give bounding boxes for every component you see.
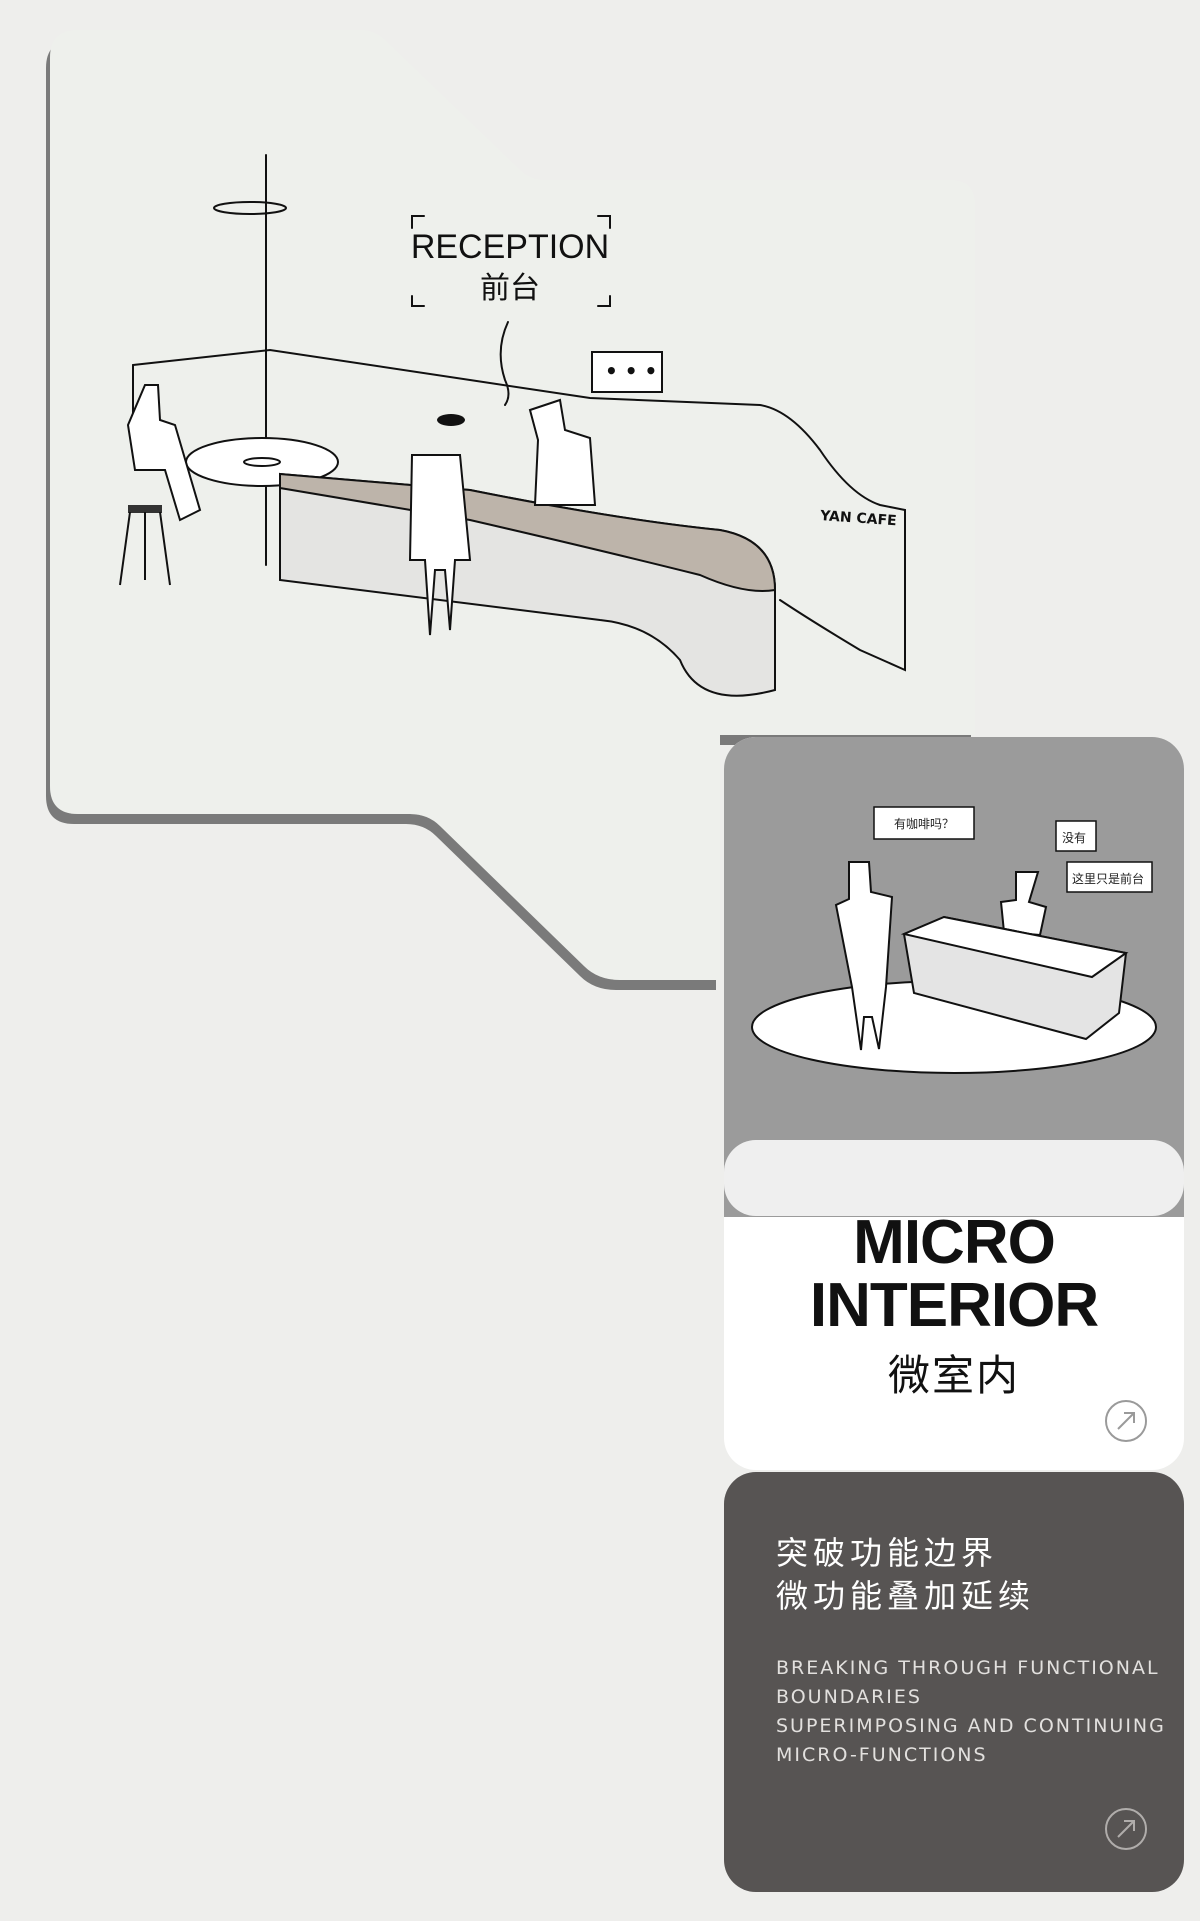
heading-cn-line2: 微功能叠加延续 — [776, 1577, 1036, 1615]
title-micro: MICRO — [853, 1208, 1056, 1277]
body-en-line1: BREAKING THROUGH FUNCTIONAL — [776, 1657, 1160, 1679]
speech-bubble-text: • • • — [605, 359, 657, 383]
arrow-up-right-icon — [1117, 1820, 1135, 1838]
info-card[interactable]: 突破功能边界 微功能叠加延续 BREAKING THROUGH FUNCTION… — [724, 1472, 1184, 1892]
reception-label: RECEPTION — [411, 228, 609, 266]
body-en-line4: MICRO-FUNCTIONS — [776, 1744, 988, 1766]
card-divider-strip — [724, 1140, 1184, 1216]
heading-cn-line1: 突破功能边界 — [776, 1534, 999, 1572]
micro-illustration: 有咖啡吗？ 没有 这里只是前台 — [724, 737, 1184, 1217]
body-en-line2: BOUNDARIES — [776, 1686, 922, 1708]
open-link-button[interactable] — [1105, 1808, 1147, 1850]
reception-label-cn: 前台 — [480, 271, 540, 306]
arrow-up-right-icon — [1117, 1412, 1135, 1430]
title-interior: INTERIOR — [809, 1271, 1099, 1340]
speech-bubble-reply-2: 这里只是前台 — [1072, 872, 1145, 886]
reception-illustration: • • • YAN CAFE RECEPTION 前台 — [50, 30, 975, 980]
title-cn: 微室内 — [887, 1351, 1020, 1400]
speech-bubble-customer: 有咖啡吗？ — [894, 817, 955, 831]
micro-interior-card[interactable]: 有咖啡吗？ 没有 这里只是前台 MICRO INTERIOR 微室内 — [724, 737, 1184, 1470]
body-en-line3: SUPERIMPOSING AND CONTINUING — [776, 1715, 1166, 1737]
cafe-sign: YAN CAFE — [819, 508, 897, 529]
open-link-button[interactable] — [1105, 1400, 1147, 1442]
speech-bubble-reply-1: 没有 — [1062, 831, 1087, 845]
